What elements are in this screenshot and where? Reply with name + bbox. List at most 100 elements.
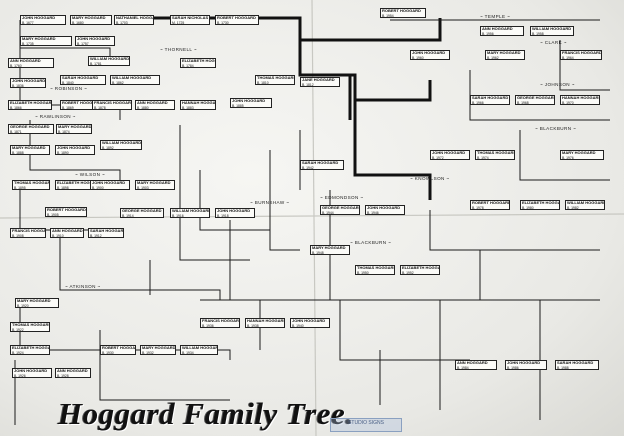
person-dates: B. 1958 [532, 31, 544, 36]
person-dates: B. 1962 [487, 55, 499, 60]
person-name: MARY HOGGARD [562, 150, 596, 155]
person-dates: B. 1914 [122, 213, 134, 218]
surname-label: ~ ATKINSON ~ [65, 284, 101, 289]
person-name: HANNAH HOGGARD [562, 95, 600, 100]
person-name: ANN HOGGARD [10, 58, 41, 63]
person-name: SARAH NICHOLAS [172, 15, 209, 20]
person-dates: B. 1878 [94, 105, 106, 110]
person-name: MARY HOGGARD [17, 298, 51, 303]
person-name: MARY HOGGARD [12, 145, 46, 150]
person-name: ELIZABETH HOGGARD [522, 200, 559, 205]
person-dates: B. 1903 [137, 185, 149, 190]
person-dates: B. 1964 [562, 55, 574, 60]
person-dates: B. 1892 [102, 145, 114, 150]
person-dates: B. 1928 [57, 373, 69, 378]
person-dates: B. 1730 [217, 20, 229, 25]
person-dates: B. 1910 [52, 233, 64, 238]
person-dates: B. 1974 [477, 155, 489, 160]
person-name: SARAH HOGGARD [90, 228, 124, 233]
person-name: JOHN HOGGARD [292, 318, 326, 323]
person-name: MARY HOGGARD [22, 36, 56, 41]
person-dates: B. 1912 [90, 233, 102, 238]
person-dates: B. 1938 [247, 323, 259, 328]
person-dates: B. 1932 [142, 350, 154, 355]
person-dates: B. 1898 [57, 185, 69, 190]
person-name: GEORGE HOGGARD [122, 208, 162, 213]
person-dates: B. 1908 [12, 233, 24, 238]
person-name: ELIZABETH HOGGARD [182, 58, 215, 63]
person-name: WILLIAM HOGGARD [102, 140, 142, 145]
person-name: ANN HOGGARD [482, 26, 513, 31]
person-name: ELIZABETH HOGGARD [12, 345, 49, 350]
person-dates: B. 1972 [432, 155, 444, 160]
person-dates: B. 1862 [112, 80, 124, 85]
person-name: ROBERT HOGGARD [217, 15, 256, 20]
person-dates: B. 1905 [47, 212, 59, 217]
person-dates: B. 1944 [322, 210, 334, 215]
person-dates: B. 1883 [182, 105, 194, 110]
person-dates: B. 1982 [567, 205, 579, 210]
person-dates: B. 1760 [10, 63, 22, 68]
person-name: WILLIAM HOGGARD [112, 75, 152, 80]
person-name: ANN HOGGARD [137, 100, 168, 105]
person-dates: B. 1986 [507, 365, 519, 370]
document-title: Hoggard Family Tree. [58, 396, 354, 431]
person-dates: B. 1680 [72, 20, 84, 25]
surname-label: ~ KNOWLSON ~ [410, 176, 450, 181]
person-dates: B. 1934 [182, 350, 194, 355]
person-dates: B. 1954 [382, 13, 394, 18]
person-dates: B. 1757 [77, 41, 89, 46]
person-name: GEORGE HOGGARD [10, 124, 50, 129]
person-name: MARY HOGGARD [58, 124, 92, 129]
person-name: JOHN HOGGARD [92, 180, 126, 185]
person-name: SARAH HOGGARD [472, 95, 509, 100]
person-dates: B. 1895 [14, 185, 26, 190]
person-name: ANN HOGGARD [52, 228, 83, 233]
person-dates: B. 1984 [457, 365, 469, 370]
person-dates: B. 1924 [12, 350, 24, 355]
person-name: WILLIAM HOGGARD [182, 345, 218, 350]
person-name: NATHANIEL HOGGARD [116, 15, 153, 20]
person-name: SARAH HOGGARD [62, 75, 99, 80]
person-name: SARAH HOGGARD [302, 160, 339, 165]
person-name: JOHN HOGGARD [232, 98, 266, 103]
surname-label: ~ CLARK ~ [540, 40, 567, 45]
person-dates: B. 1885 [232, 103, 244, 108]
person-dates: B. 1940 [292, 323, 304, 328]
person-name: JOHN HOGGARD [367, 205, 401, 210]
surname-label: ~ THORNELL ~ [160, 47, 197, 52]
